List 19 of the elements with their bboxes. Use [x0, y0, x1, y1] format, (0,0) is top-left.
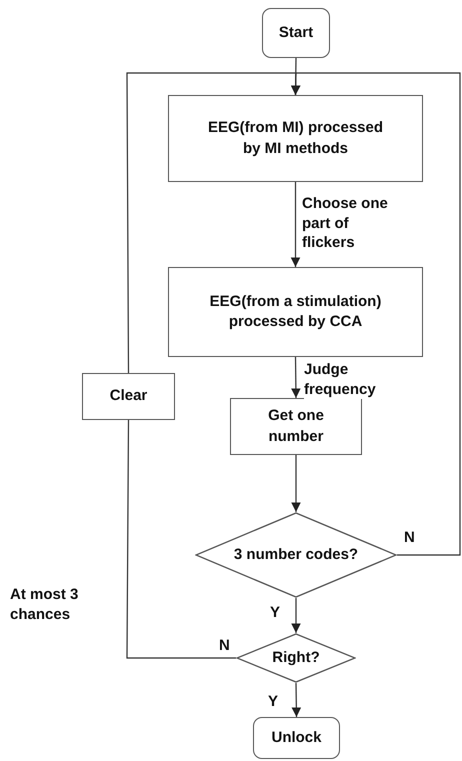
- node-text: EEG(from a stimulation) processed by CCA: [208, 292, 382, 332]
- node-text: EEG(from MI) processed by MI methods: [206, 118, 384, 158]
- process-box: [168, 95, 423, 182]
- process-box: [82, 373, 175, 420]
- node-text: Right?: [272, 648, 320, 668]
- node-text: Get one number: [267, 406, 325, 446]
- terminal-box: [262, 8, 330, 58]
- terminal-box: [253, 717, 340, 759]
- arrow: [292, 683, 302, 717]
- arrow: [291, 357, 301, 398]
- arrow: [126, 72, 301, 373]
- node-text: 3 number codes?: [234, 544, 358, 565]
- process-box: [168, 267, 423, 357]
- arrow: [291, 598, 301, 633]
- arrow: [291, 455, 301, 512]
- node-text: Start: [278, 22, 314, 43]
- node-text: Unlock: [271, 728, 322, 748]
- arrow: [290, 182, 300, 267]
- node-text: Clear: [110, 386, 148, 406]
